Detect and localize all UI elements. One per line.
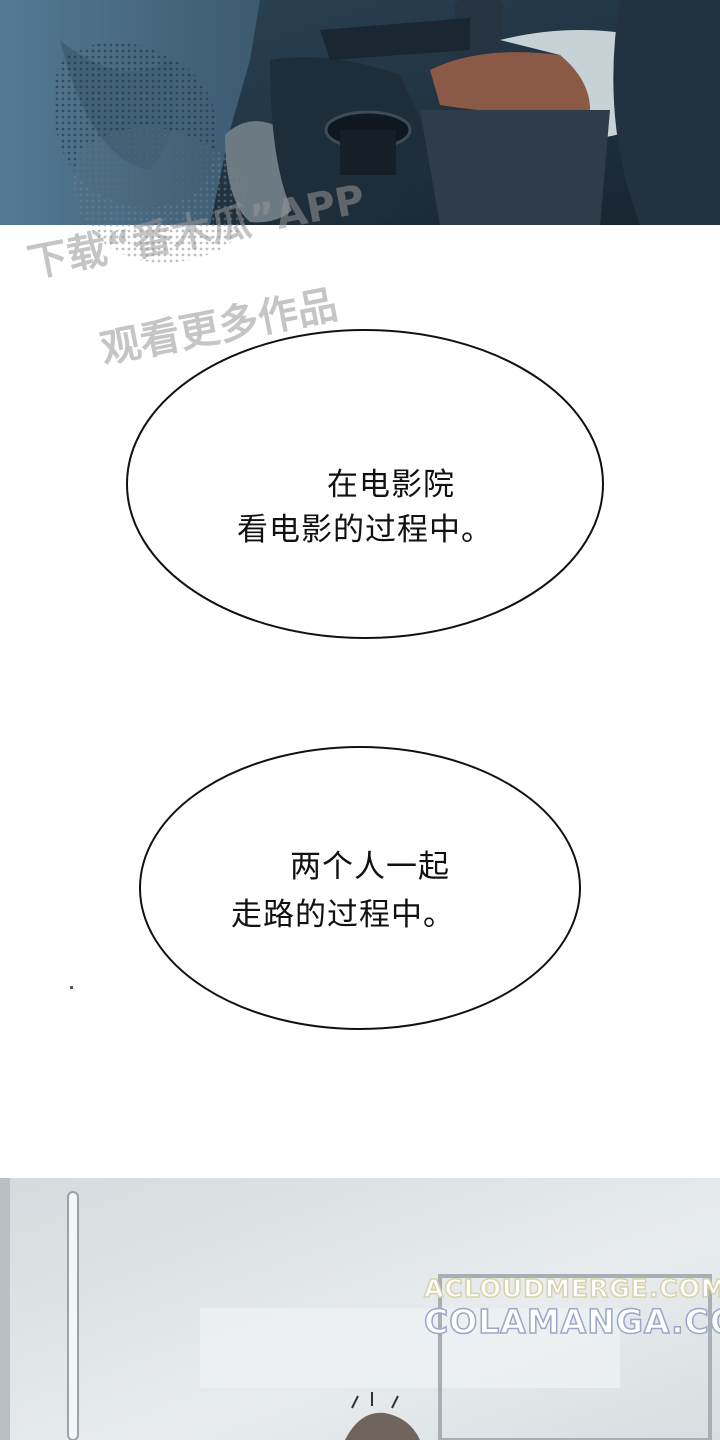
- speech-bubble-1: 在电影院 看电影的过程中。: [125, 328, 605, 640]
- watermark-seal-icon: [73, 127, 248, 263]
- speech-bubble-1-line-2: 看电影的过程中。: [237, 512, 493, 548]
- watermark: 下载“番木瓜”APP 观看更多作品: [0, 0, 720, 420]
- credit-line-2: COLAMANGA.COM: [423, 1301, 720, 1342]
- character-hair: [345, 1412, 420, 1440]
- stray-mark: [70, 986, 73, 989]
- window-frame: [438, 1274, 712, 1440]
- seat-cushion: [420, 110, 610, 225]
- speech-bubble-1-outline: [126, 329, 604, 639]
- credit-line-1: ACLOUDMERGE.COM: [423, 1273, 720, 1304]
- door-frame-edge: [0, 1178, 10, 1440]
- right-seat: [613, 0, 720, 225]
- cup-holder-body: [340, 130, 396, 175]
- speech-bubble-2-outline: [139, 746, 581, 1030]
- speech-bubble-1-line-1: 在电影院: [327, 467, 455, 503]
- wall-scene-panel: ACLOUDMERGE.COM COLAMANGA.COM: [0, 1178, 720, 1440]
- light-reflection: [200, 1308, 620, 1388]
- speech-bubble-2-line-2: 走路的过程中。: [231, 897, 455, 933]
- speech-bubble-2-line-1: 两个人一起: [290, 849, 450, 885]
- brown-bag: [430, 52, 590, 114]
- door-handle: [67, 1191, 79, 1440]
- surprise-lines: [351, 1392, 399, 1409]
- wall-scene-art: [0, 1178, 720, 1440]
- seat-bar: [320, 18, 470, 60]
- speech-bubble-2: 两个人一起 走路的过程中。: [138, 745, 582, 1032]
